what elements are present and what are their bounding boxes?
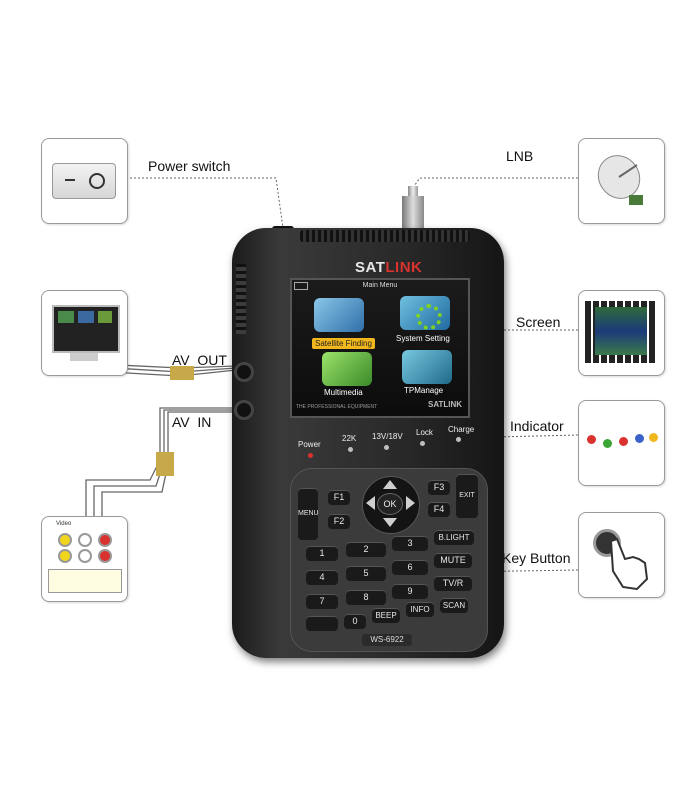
rca-red-icon	[98, 533, 112, 547]
system-setting-label: System Setting	[396, 334, 450, 343]
menu-button[interactable]: MENU	[298, 488, 319, 540]
f1-button[interactable]: F1	[328, 490, 350, 505]
led-red-icon	[587, 435, 596, 444]
13v18v-led	[384, 445, 389, 450]
satellite-finding-label: Satellite Finding	[312, 338, 375, 349]
indicator-13v18v-label: 13V/18V	[372, 432, 403, 441]
av-in-jack[interactable]	[234, 400, 254, 420]
film-strip-icon	[585, 301, 657, 363]
info-button[interactable]: INFO	[406, 602, 434, 617]
multimedia-tile-icon[interactable]	[322, 352, 372, 386]
screen-brand: SATLINK	[428, 400, 463, 409]
lnb-connector-tip	[408, 186, 418, 198]
blight-button[interactable]: B.LIGHT	[434, 530, 474, 545]
device-brand: SATLINK	[355, 259, 423, 276]
left-arrow-icon[interactable]	[366, 496, 375, 510]
battery-icon	[294, 282, 308, 290]
key-4[interactable]: 4	[306, 570, 338, 585]
top-grip	[300, 230, 470, 242]
power-switch-callout	[41, 138, 128, 224]
22k-led	[348, 447, 353, 452]
side-vent	[236, 264, 246, 334]
screen-label: Screen	[516, 314, 561, 330]
av-in-label: AV IN	[172, 414, 212, 430]
key-5[interactable]: 5	[346, 566, 386, 581]
up-arrow-icon[interactable]	[383, 480, 397, 489]
power-led	[308, 453, 313, 458]
key-9[interactable]: 9	[392, 584, 428, 599]
lnb-label: LNB	[506, 148, 534, 164]
indicator-22k-label: 22K	[342, 434, 357, 443]
exit-button[interactable]: EXIT	[456, 474, 478, 518]
ok-button[interactable]: OK	[377, 493, 403, 515]
key-button-label: Key Button	[502, 550, 571, 566]
f2-button[interactable]: F2	[328, 514, 350, 529]
right-arrow-icon[interactable]	[406, 496, 415, 510]
key-3[interactable]: 3	[392, 536, 428, 551]
key-2[interactable]: 2	[346, 542, 386, 557]
video-label: Video	[56, 521, 72, 527]
key-button-callout	[578, 512, 665, 598]
multimedia-label: Multimedia	[324, 388, 363, 397]
key-8[interactable]: 8	[346, 590, 386, 605]
f4-button[interactable]: F4	[428, 502, 450, 517]
screen-title: Main Menu	[362, 282, 398, 289]
down-arrow-icon[interactable]	[383, 518, 397, 527]
key-6[interactable]: 6	[392, 560, 428, 575]
rca-white-icon	[78, 533, 92, 547]
f3-button[interactable]: F3	[428, 480, 450, 495]
key-7[interactable]: 7	[306, 594, 338, 609]
lnb-connector	[402, 196, 424, 230]
lnb-callout	[578, 138, 665, 224]
led-red2-icon	[619, 437, 628, 446]
device-screen: Main Menu Satellite Finding System Setti…	[290, 278, 470, 418]
mute-button[interactable]: MUTE	[434, 553, 472, 568]
led-yellow-icon	[649, 433, 658, 442]
screen-footer: THE PROFESSIONAL EQUIPMENT	[296, 404, 378, 410]
led-green-icon	[603, 439, 612, 448]
tvr-button[interactable]: TV/R	[434, 576, 472, 591]
indicator-charge-label: Charge	[448, 425, 475, 434]
zoom-key[interactable]	[306, 616, 338, 631]
led-blue-icon	[635, 434, 644, 443]
av-out-label: AV OUT	[172, 352, 227, 368]
power-switch-label: Power switch	[148, 158, 231, 174]
switch-icon	[52, 163, 116, 199]
system-setting-tile-icon[interactable]	[400, 296, 450, 330]
indicator-label: Indicator	[510, 418, 564, 434]
av-in-callout: Video	[41, 516, 128, 602]
beep-button[interactable]: BEEP	[372, 608, 400, 623]
hand-pointer-icon	[609, 537, 649, 591]
indicator-lock-label: Lock	[416, 428, 433, 437]
satellite-finding-tile-icon[interactable]	[314, 298, 364, 332]
satellite-dish-icon	[597, 155, 643, 205]
lock-led	[420, 441, 425, 446]
monitor-icon	[52, 305, 120, 353]
screen-callout	[578, 290, 665, 376]
indicator-callout	[578, 400, 665, 486]
indicator-power-label: Power	[298, 440, 321, 449]
model-label: WS-6922	[362, 634, 412, 646]
rca-yellow-icon	[58, 533, 72, 547]
tpmanage-tile-icon[interactable]	[402, 350, 452, 384]
av-out-jack[interactable]	[234, 362, 254, 382]
av-out-callout	[41, 290, 128, 376]
charge-led	[456, 437, 461, 442]
scan-button[interactable]: SCAN	[440, 598, 468, 613]
key-0[interactable]: 0	[344, 614, 366, 629]
gear-icon	[416, 304, 442, 330]
tpmanage-label: TPManage	[404, 386, 444, 395]
key-1[interactable]: 1	[306, 546, 338, 561]
